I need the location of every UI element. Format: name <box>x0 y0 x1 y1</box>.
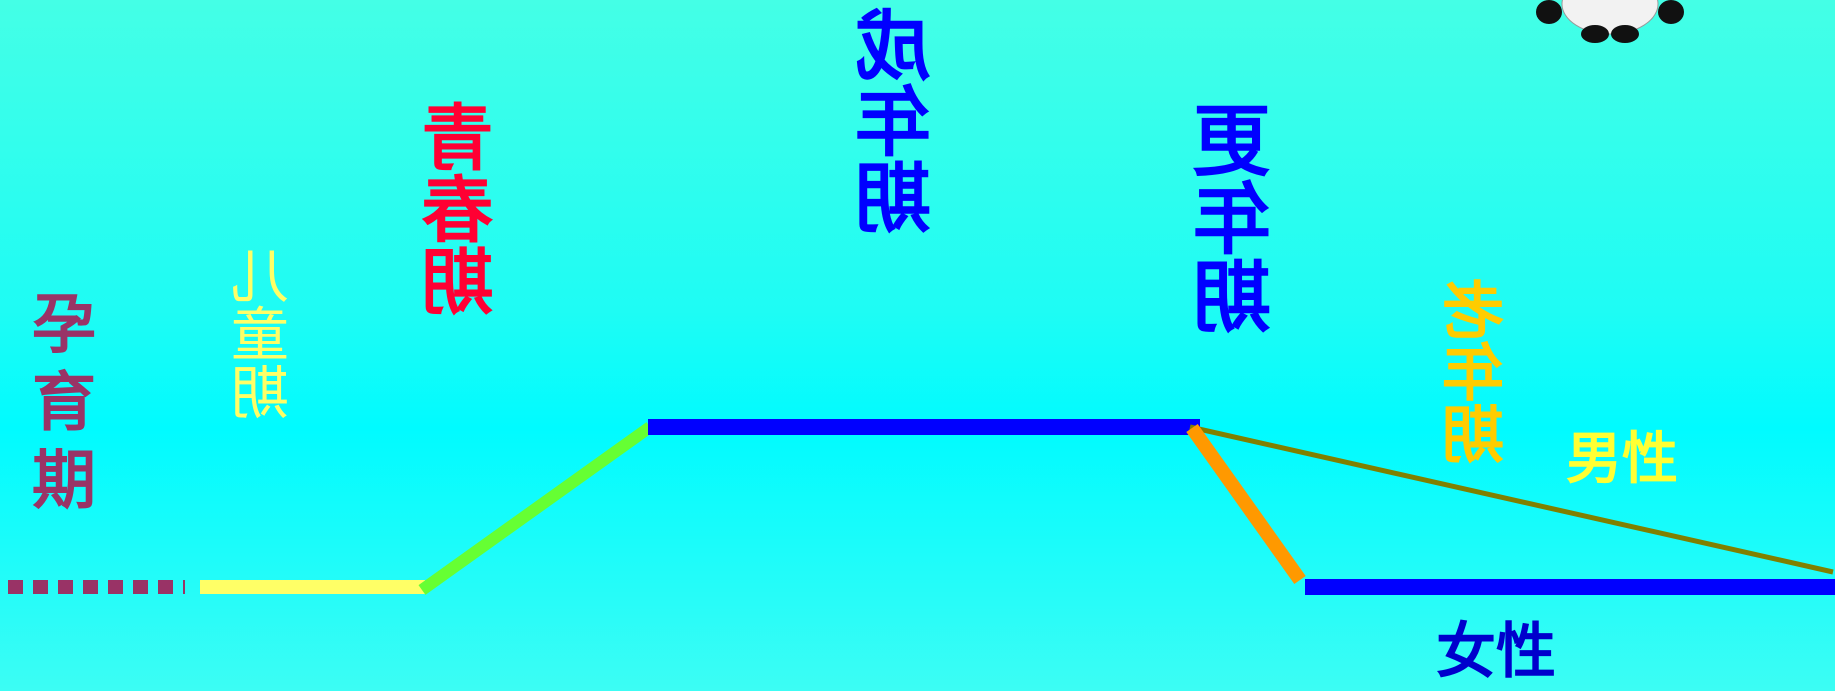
stage-label-pregnancy: 孕育期 <box>21 290 95 524</box>
puberty-rise-line <box>418 422 654 595</box>
stage-label-adulthood: 成年期 <box>855 6 944 234</box>
stage-label-puberty: 青春期 <box>422 100 506 316</box>
male-label: 男性 <box>1566 427 1678 492</box>
stage-label-old-age: 老年期 <box>1442 278 1515 464</box>
stage-label-menopause: 更年期 <box>1194 100 1284 334</box>
menopause-drop-line <box>1186 423 1306 585</box>
female-label: 女性 <box>1436 617 1556 687</box>
male-decline-line <box>1189 424 1834 575</box>
panda-icon <box>1536 0 1684 43</box>
stage-label-childhood: 儿童期 <box>231 246 299 420</box>
